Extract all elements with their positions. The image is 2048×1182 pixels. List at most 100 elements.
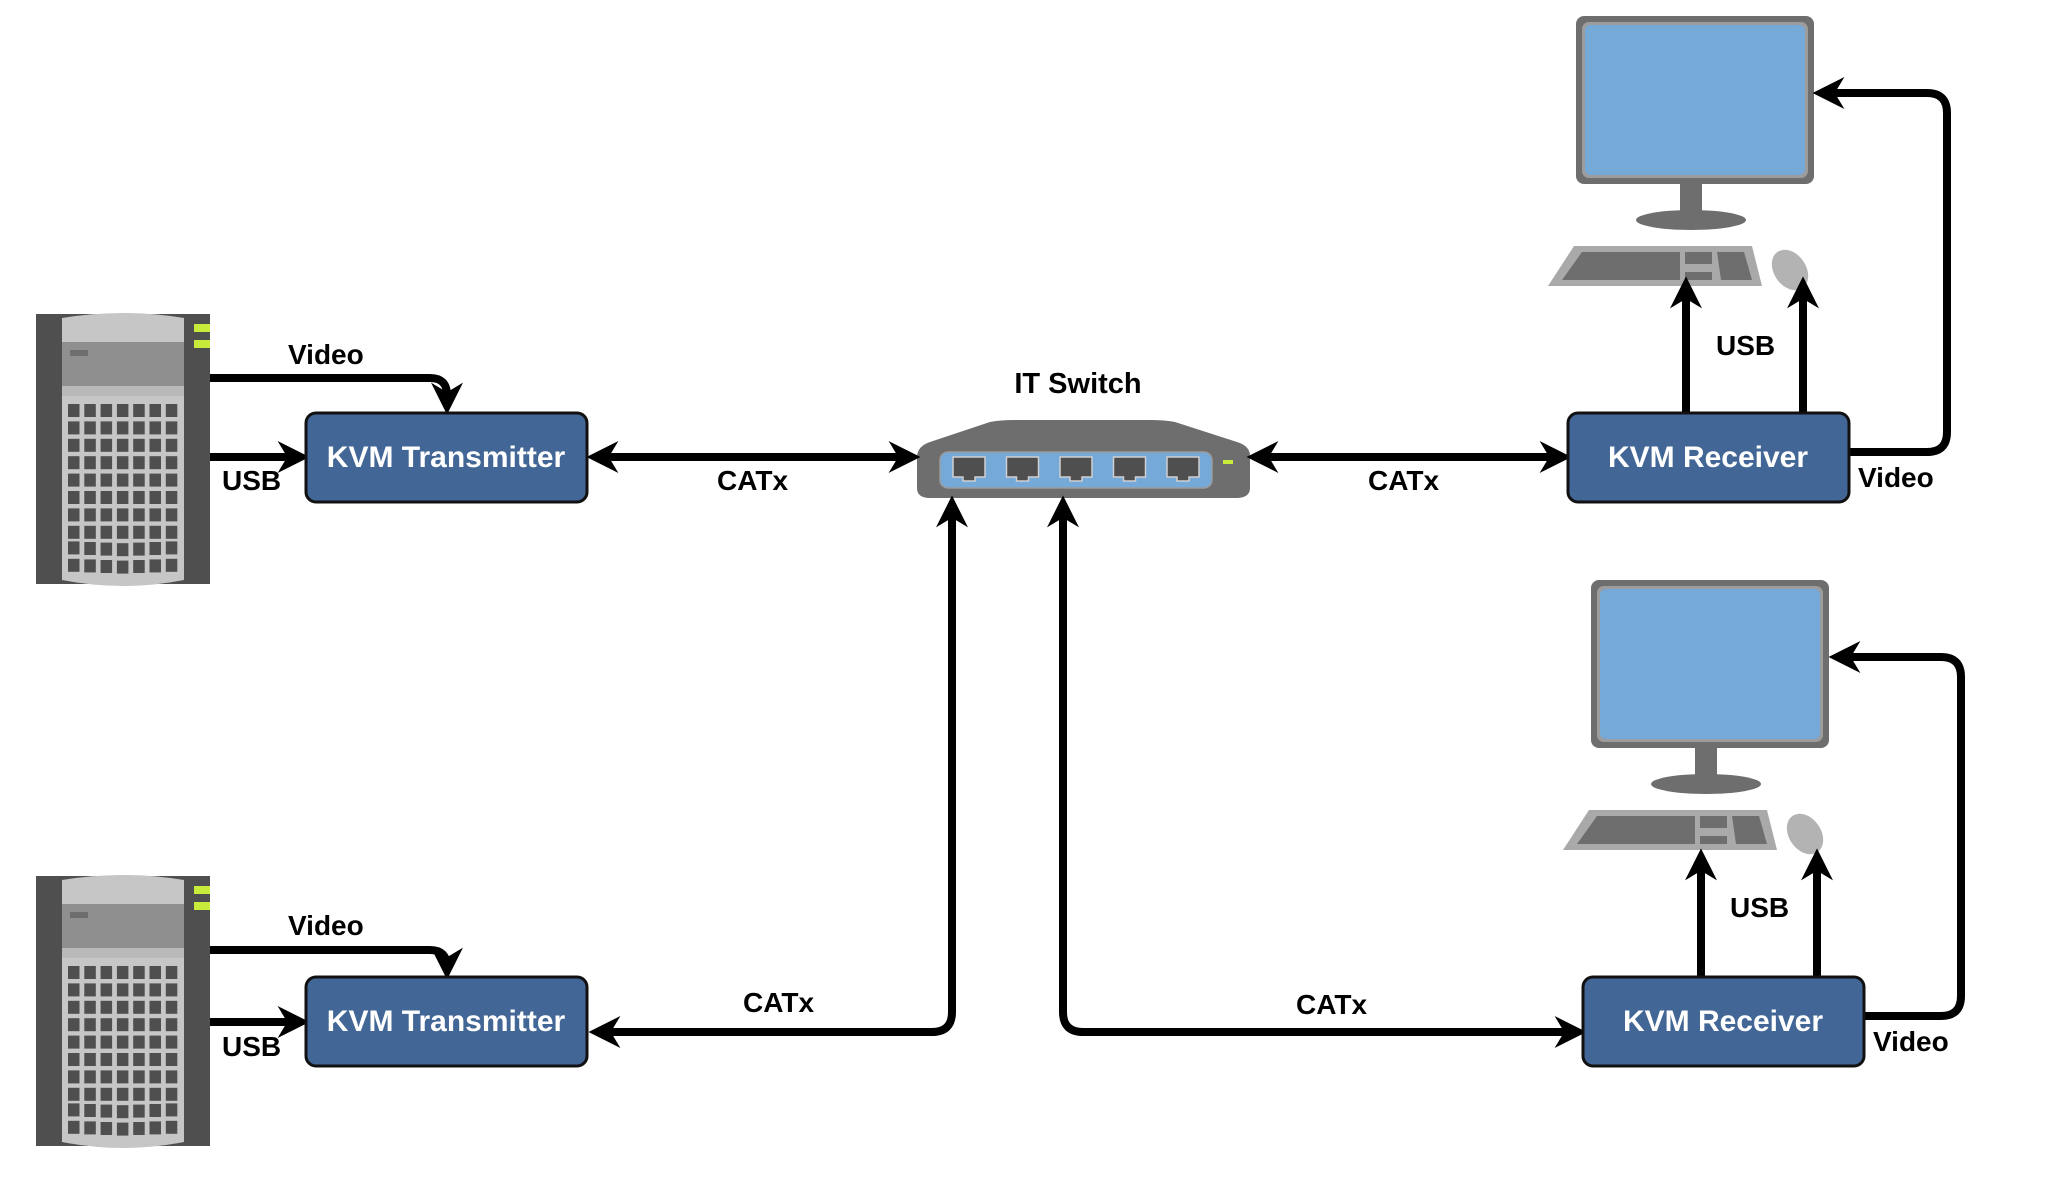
server-vent-slot (84, 542, 96, 555)
switch-label: IT Switch (1014, 368, 1141, 400)
server-vent-slot (84, 966, 96, 979)
server-vent-slot (165, 1120, 178, 1134)
server-vent-slot (116, 421, 129, 435)
server-vent-slot (84, 1000, 96, 1014)
server-vent-slot (100, 1018, 113, 1032)
rx1-video-label: Video (1858, 462, 1934, 493)
switch-tx2-catx-wire (588, 495, 968, 1048)
server-vent-slot (165, 525, 178, 539)
server-vent-slot (68, 1053, 80, 1066)
server-vent-slot (116, 1018, 129, 1032)
rx2-video-label: Video (1873, 1026, 1949, 1057)
server-vent-slot (149, 1087, 161, 1101)
server-vent-slot (165, 1000, 178, 1014)
server-vent-slot (100, 525, 113, 539)
server-vent-slot (84, 1104, 96, 1117)
server-vent-slot (84, 1121, 96, 1135)
server-vent-slot (133, 1087, 145, 1101)
server-vent-slot (133, 473, 145, 487)
server-vent-grid (68, 966, 178, 1136)
server-vent-slot (116, 1087, 129, 1101)
ethernet-port-icon (1112, 456, 1147, 482)
server-vent-slot (84, 508, 96, 522)
server-vent-slot (165, 1053, 178, 1066)
server-vent-slot (68, 508, 80, 522)
server-vent-slot (165, 558, 178, 572)
server-vent-slot (84, 1087, 96, 1101)
server-vent-slot (116, 491, 129, 504)
server-vent-slot (149, 404, 161, 417)
server-vent-slot (133, 1018, 145, 1032)
server-vent-slot (100, 491, 113, 504)
server-vent-slot (100, 1087, 113, 1101)
server-vent-slot (133, 421, 145, 435)
server-vent-slot (165, 1070, 178, 1084)
kvm-transmitter-1-label: KVM Transmitter (327, 441, 566, 474)
server-vent-slot (84, 491, 96, 504)
workstation-1-icon (1548, 16, 1816, 298)
server-vent-slot (133, 438, 145, 452)
server-vent-slot (68, 1070, 80, 1084)
server-vent-slot (165, 491, 178, 504)
server-vent-slot (100, 983, 113, 997)
server-vent-slot (84, 421, 96, 435)
server-vent-slot (165, 404, 178, 417)
server-vent-slot (100, 421, 113, 435)
server-vent-slot (133, 456, 145, 470)
server-vent-slot (133, 542, 145, 556)
server-vent-slot (133, 1053, 145, 1066)
server-vent-slot (68, 966, 80, 979)
server-1-icon (36, 313, 210, 586)
server-vent-slot (68, 1120, 80, 1134)
server-vent-slot (149, 1018, 161, 1032)
server-vent-slot (116, 966, 129, 979)
tx1-video-wire (210, 374, 463, 415)
server-vent-slot (133, 560, 145, 573)
server-vent-slot (165, 421, 178, 435)
kvm-transmitter-2[interactable]: KVM Transmitter (304, 975, 589, 1068)
server-vent-slot (165, 456, 178, 470)
server-vent-slot (68, 558, 80, 572)
server-vent-slot (116, 525, 129, 539)
tx2-video-label: Video (288, 910, 364, 941)
server-vent-slot (84, 559, 96, 573)
tx2-video-wire (210, 946, 463, 980)
server-vent-slot (149, 966, 161, 979)
workstation-2-icon (1563, 580, 1831, 862)
server-vent-slot (149, 1104, 161, 1117)
server-vent-slot (149, 1035, 161, 1049)
server-vent-slot (84, 1035, 96, 1049)
kvm-receiver-2[interactable]: KVM Receiver (1581, 975, 1866, 1068)
kvm-receiver-1[interactable]: KVM Receiver (1566, 411, 1851, 504)
it-switch-icon (917, 420, 1250, 498)
server-vent-slot (100, 1122, 113, 1135)
kvm-receiver-1-label: KVM Receiver (1608, 441, 1808, 474)
ethernet-port-icon (1059, 456, 1093, 482)
switch-rx2-catx-wire (1047, 495, 1587, 1048)
tx2-catx-label: CATx (743, 987, 814, 1018)
server-vent-slot (100, 438, 113, 452)
server-vent-slot (116, 983, 129, 997)
kvm-transmitter-2-label: KVM Transmitter (327, 1005, 566, 1038)
server-vent-slot (84, 456, 96, 470)
server-vent-slot (100, 542, 113, 556)
server-2-icon (36, 875, 210, 1148)
rx2-video-wire (1828, 641, 1965, 1020)
server-vent-slot (116, 438, 129, 452)
server-vent-slot (165, 473, 178, 487)
server-vent-slot (100, 508, 113, 522)
rx2-usb-label: USB (1730, 892, 1789, 923)
rx2-catx-label: CATx (1296, 989, 1367, 1020)
server-vent-slot (165, 541, 178, 555)
server-vent-slot (149, 1070, 161, 1084)
server-vent-slot (68, 983, 80, 997)
server-vent-slot (84, 1070, 96, 1084)
server-vent-slot (84, 473, 96, 487)
kvm-transmitter-1[interactable]: KVM Transmitter (304, 411, 589, 504)
server-vent-slot (116, 508, 129, 522)
server-vent-slot (165, 438, 178, 452)
tx1-usb-label: USB (222, 465, 281, 496)
server-vent-slot (165, 1018, 178, 1032)
server-vent-slot (133, 983, 145, 997)
server-vent-slot (84, 438, 96, 452)
